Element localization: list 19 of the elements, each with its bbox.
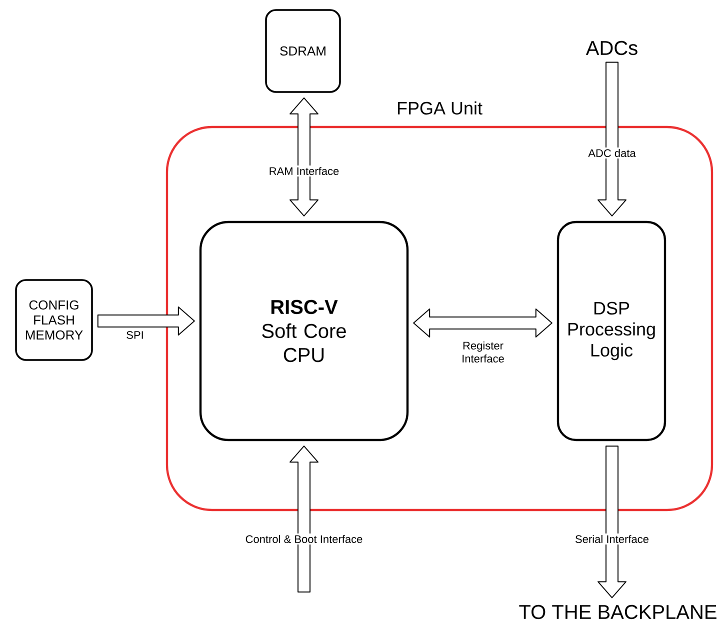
component-box: CONFIG FLASH MEMORY (15, 279, 93, 361)
block-arrow (598, 62, 626, 216)
endpoint-label: ADCs (586, 40, 638, 56)
component-box: SDRAM (265, 9, 341, 93)
block-arrow (413, 308, 552, 338)
edge-label: RAM Interface (267, 165, 341, 177)
edge-label: SPI (126, 331, 143, 339)
processor-box: RISC-V Soft Core CPU (199, 220, 409, 442)
edge-label: Serial Interface (574, 533, 650, 545)
block-arrow (290, 97, 318, 216)
block-arrow (97, 306, 195, 336)
processing-box: DSP Processing Logic (556, 220, 666, 442)
edge-label: Control & Boot Interface (244, 533, 364, 545)
edge-label: ADC data (586, 147, 638, 159)
block-arrow (598, 446, 626, 598)
endpoint-label: TO THE BACKPLANE (519, 604, 716, 620)
block-arrow (290, 446, 318, 592)
region-title: FPGA Unit (398, 101, 482, 115)
edge-label: Register Interface (462, 341, 504, 363)
